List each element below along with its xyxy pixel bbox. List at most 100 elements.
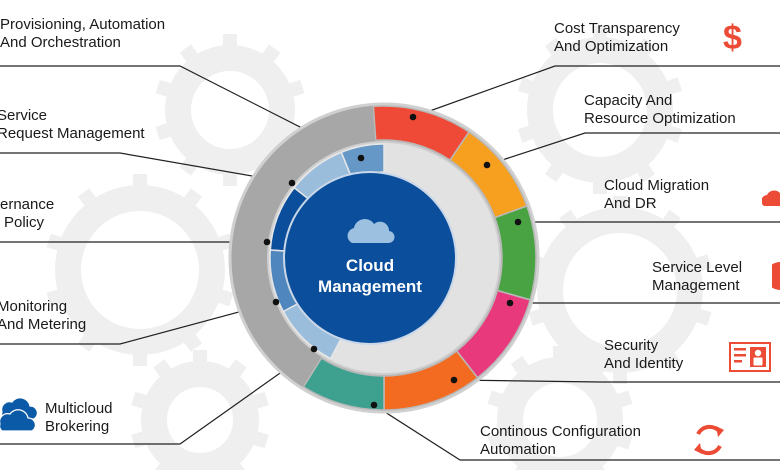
gear-tooth [193, 350, 207, 368]
gear-tooth [131, 391, 153, 411]
label-governance-line1: ernance [0, 196, 55, 213]
gear-teeth [46, 174, 234, 366]
rings: Cloud Management [228, 102, 540, 414]
gear-tooth [247, 429, 269, 449]
gear-tooth [180, 328, 203, 352]
gear-tooth [224, 457, 247, 470]
gear-tooth [212, 287, 234, 307]
label-security-line1: Security [604, 337, 659, 354]
label-migration: Cloud Migration And DR [604, 177, 709, 213]
gear-tooth [487, 430, 509, 450]
gear-icon [537, 207, 703, 373]
leader-line-security [453, 379, 780, 383]
gear-tooth [180, 188, 203, 212]
gear-tooth [659, 209, 681, 233]
label-cost-line1: Cost Transparency [554, 20, 680, 37]
gear-tooth [179, 152, 202, 176]
dollar-icon: $ [723, 19, 742, 57]
label-migration-line1: Cloud Migration [604, 177, 710, 194]
label-provisioning: Provisioning, Automation And Orchestrati… [0, 16, 165, 52]
gear-icon [497, 357, 623, 470]
gear-tooth [633, 159, 656, 183]
gear-tooth [613, 196, 627, 214]
gear-tooth [510, 356, 533, 379]
label-config-line2: Automation [480, 441, 556, 458]
leader-lines [0, 65, 780, 461]
label-migration-line2: And DR [604, 195, 657, 212]
gear-tooth [633, 37, 656, 61]
leader-line-service-request [0, 152, 293, 184]
gear-tooth [223, 34, 237, 52]
label-monitoring-line2: And Metering [0, 316, 87, 333]
gear-tooth [587, 461, 610, 470]
leader-line-config [373, 404, 780, 461]
label-security-line2: And Identity [604, 355, 684, 372]
gear-tooth [613, 366, 627, 384]
label-capacity-line1: Capacity And [584, 92, 673, 109]
gear-tooth [155, 79, 178, 99]
label-service-request: Service Request Management [0, 107, 145, 143]
gear-tooth [559, 209, 581, 233]
gear-tooth [46, 233, 68, 253]
gear-tooth [179, 44, 202, 68]
gear-tooth [223, 168, 237, 186]
leader-dot-provisioning [357, 154, 365, 162]
cloud-icon [762, 190, 780, 206]
leader-dot-governance [263, 238, 271, 246]
gear-tooth [247, 391, 269, 411]
label-capacity-line2: Resource Optimization [584, 110, 736, 127]
center-title-line1: Cloud [346, 256, 394, 275]
gear-tooth [46, 287, 68, 307]
label-config-line1: Continous Configuration [480, 423, 641, 440]
center-circle [283, 171, 457, 345]
leader-line-capacity [486, 132, 780, 166]
label-service-level: Service Level Management [652, 259, 742, 295]
gear-tooth [282, 79, 305, 99]
label-service-request-line2: Request Management [0, 125, 145, 142]
gear-tooth [587, 356, 610, 379]
gear-tooth [593, 26, 607, 44]
label-provisioning-line2: And Orchestration [0, 34, 121, 51]
label-cost-line2: And Optimization [554, 38, 669, 55]
gear-tooth [593, 176, 607, 194]
label-config: Continous Configuration Automation [480, 423, 641, 459]
label-service-level-line2: Management [652, 277, 740, 294]
outer-ring-segments [302, 105, 537, 411]
gear-tooth [544, 37, 567, 61]
label-service-request-line1: Service [0, 107, 48, 124]
gear-icon [527, 37, 673, 183]
gear-tooth [611, 390, 633, 410]
refresh-icon [694, 424, 724, 456]
gear-icon [165, 45, 295, 175]
gear-tooth [611, 430, 633, 450]
leader-dot-multicloud [310, 345, 318, 353]
gear-tooth [690, 306, 712, 326]
gear-tooth [77, 188, 100, 212]
gear-tooth [77, 328, 100, 352]
gear-tooth [517, 77, 540, 97]
gear-tooth [212, 233, 234, 253]
center-cloud-icon [347, 219, 395, 244]
leader-dot-cost [409, 113, 417, 121]
leader-dot-config [370, 401, 378, 409]
center-title-line2: Management [318, 277, 422, 296]
label-capacity: Capacity And Resource Optimization [584, 92, 736, 128]
leader-line-monitoring [0, 301, 277, 345]
gear-tooth [133, 174, 147, 192]
gear-tooth [224, 359, 247, 383]
leader-dot-migration [514, 218, 522, 226]
gear-teeth [517, 26, 683, 194]
label-governance: ernance Policy [0, 196, 54, 232]
multicloud-icon [0, 397, 38, 432]
label-cost: Cost Transparency And Optimization [554, 20, 680, 56]
gear-tooth [517, 123, 540, 143]
outer-segment-config [302, 357, 385, 411]
leader-dot-service-request [288, 179, 296, 187]
gear-teeth [155, 34, 305, 186]
label-monitoring-line1: Monitoring [0, 298, 68, 315]
gear-icon [141, 361, 259, 470]
label-multicloud-line1: Multicloud [45, 400, 113, 417]
gear-icon [55, 185, 225, 355]
gear-tooth [153, 457, 176, 470]
